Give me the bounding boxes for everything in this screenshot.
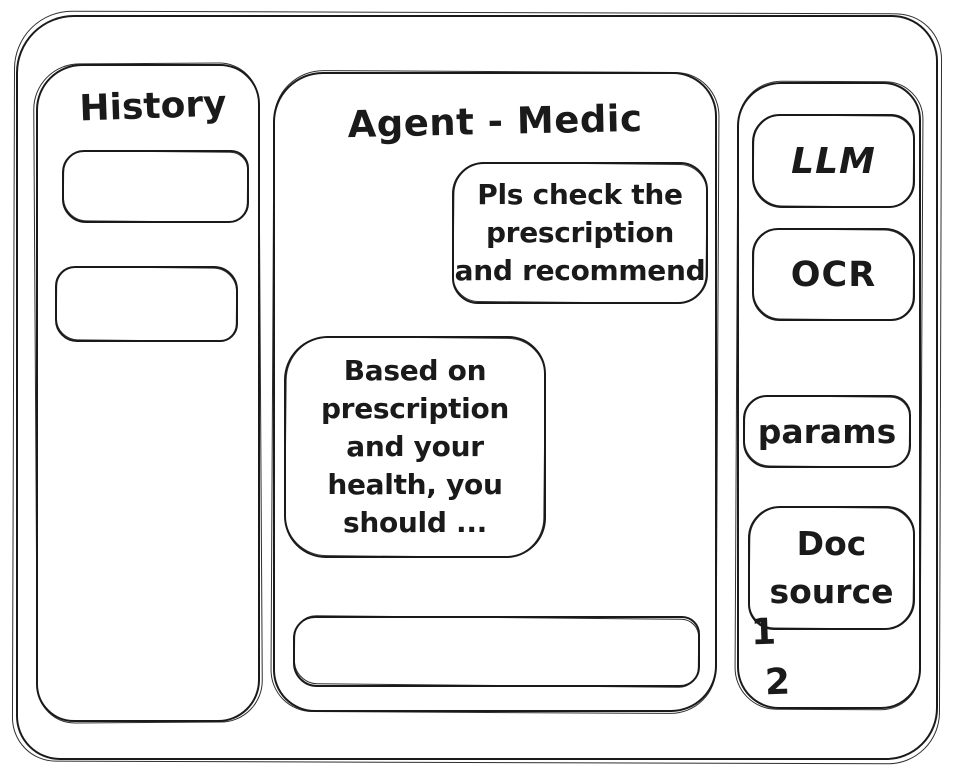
history-title: History [78,83,228,130]
chat-panel [273,72,717,712]
doc-item-1[interactable]: 1 [750,611,777,654]
assistant-message-bubble: Based on prescription and your health, y… [284,336,546,558]
chat-title: Agent - Medic [347,96,643,147]
app-window-frame [16,15,938,760]
history-item-2[interactable] [55,266,238,342]
message-input[interactable] [293,616,700,687]
history-panel [36,64,260,722]
doc-source-button[interactable]: Doc source [748,506,915,630]
doc-item-2[interactable]: 2 [764,661,791,704]
ocr-button[interactable]: OCR [752,228,915,321]
llm-button[interactable]: LLM [752,114,915,208]
user-message-bubble: Pls check the prescription and recommend [452,162,708,304]
tools-panel [737,82,921,709]
params-button[interactable]: params [743,395,911,468]
history-item-1[interactable] [62,150,249,223]
